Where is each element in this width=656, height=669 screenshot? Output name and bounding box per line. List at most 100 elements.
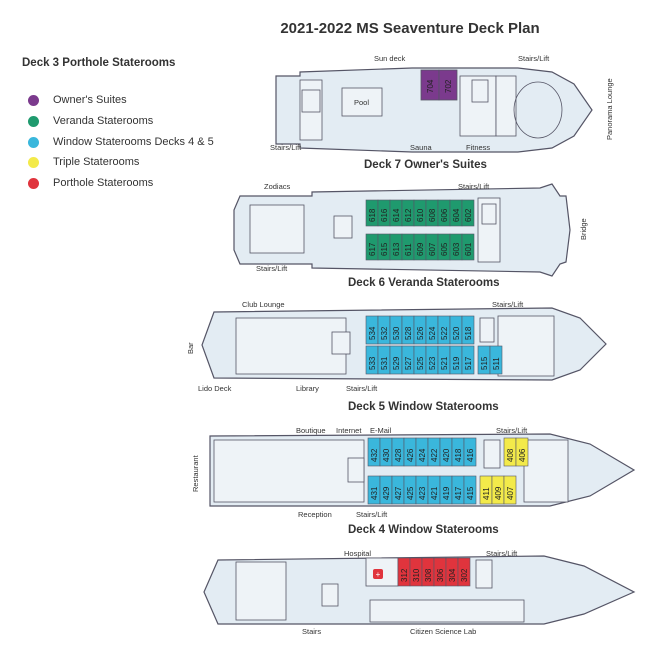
deck-4-stairs-lift-bottom-label: Stairs/Lift: [356, 510, 388, 519]
legend-item-triple: Triple Staterooms: [28, 155, 139, 169]
legend-swatch-window: [28, 136, 39, 148]
cabin-label: 518: [464, 326, 473, 340]
deck-5-cabins-bottom: 533 531 529 527 525 523 521 519 517 515 …: [365, 345, 503, 375]
deck-5-lido-label: Lido Deck: [198, 384, 232, 393]
cabin-label: 613: [392, 242, 401, 256]
deck-4-caption: Deck 4 Window Staterooms: [348, 524, 499, 536]
cabin-602: [461, 199, 475, 227]
deck-4-cabins-top: 432 430 428 426 424 422 420 418 416 408 …: [367, 437, 529, 467]
legend-label: Owner's Suites: [53, 94, 127, 106]
deck-7-pool-label: Pool: [354, 98, 369, 107]
legend-item-porthole: Porthole Staterooms: [28, 176, 153, 190]
cabin-label: 429: [382, 486, 391, 500]
deck-5-forward-block: [497, 315, 555, 377]
cabin-label: 425: [406, 486, 415, 500]
deck-7-corridor: [495, 75, 517, 137]
deck-3-stairs-lift: [475, 559, 493, 589]
legend-label: Porthole Staterooms: [53, 177, 154, 189]
cabin-label: 531: [380, 356, 389, 370]
deck-4-boutique-label: Boutique: [296, 426, 326, 435]
cabin-label: 415: [466, 486, 475, 500]
deck-4-restaurant-label: Restaurant: [191, 454, 200, 492]
deck-7-stairs-right: [471, 79, 489, 103]
cabin-label: 609: [416, 242, 425, 256]
cabin-label: 611: [404, 243, 413, 256]
deck-5-stairs-right: [479, 317, 495, 343]
cabin-label: 308: [424, 568, 433, 582]
cabin-label: 610: [416, 208, 425, 222]
deck-5-cabins-top: 534 532 530 528 526 524 522 520 518: [365, 315, 475, 345]
cabin-label: 306: [436, 568, 445, 582]
cabin-label: 603: [452, 242, 461, 256]
cabin-label: 310: [412, 568, 421, 582]
deck-5-caption: Deck 5 Window Staterooms: [348, 401, 499, 413]
deck-3-aft-room: [235, 561, 287, 621]
deck-6-bridge-label: Bridge: [579, 218, 588, 240]
page-title: 2021-2022 MS Seaventure Deck Plan: [280, 20, 540, 37]
cabin-label: 602: [464, 208, 473, 222]
deck-3-cabins: 312 310 308 306 304 302: [397, 557, 471, 587]
cabin-label: 525: [416, 356, 425, 370]
cabin-label: 601: [464, 242, 473, 256]
cabin-518: [461, 315, 475, 345]
cabin-label: 421: [430, 486, 439, 500]
legend-label: Triple Staterooms: [53, 156, 140, 168]
deck-5-stairs-left: [331, 331, 351, 355]
cabin-label: 431: [370, 486, 379, 500]
cabin-label: 411: [482, 487, 491, 500]
deck-3: + Hospital Stairs/Lift Stairs Citizen Sc…: [203, 549, 636, 636]
deck-6-zodiacs-label: Zodiacs: [264, 182, 291, 191]
cabin-label: 423: [418, 486, 427, 500]
deck-7-caption: Deck 7 Owner's Suites: [364, 159, 487, 171]
cabin-label: 608: [428, 208, 437, 222]
deck-7-stairs-lift-left-label: Stairs/Lift: [270, 143, 302, 152]
cabin-label: 511: [492, 357, 501, 370]
legend-swatch-owners: [28, 94, 39, 106]
deck-4: Boutique Internet E-Mail Stairs/Lift Res…: [191, 426, 636, 536]
legend-label: Veranda Staterooms: [53, 115, 154, 127]
cabin-label: 304: [448, 568, 457, 582]
deck-3-hull: [203, 555, 636, 625]
deck-3-stairs-label: Stairs: [302, 627, 321, 636]
cabin-label: 527: [404, 356, 413, 370]
deck-6-stairs-left: [333, 215, 353, 239]
deck-4-forward-block: [523, 439, 569, 503]
cabin-302: [457, 557, 471, 587]
cabin-label: 418: [454, 448, 463, 462]
deck-3-citizen-lab-label: Citizen Science Lab: [410, 627, 476, 636]
cabin-label: 515: [480, 356, 489, 370]
cabin-label: 519: [452, 356, 461, 370]
cabin-label: 528: [404, 326, 413, 340]
cabin-label: 517: [464, 356, 473, 370]
legend-swatch-triple: [28, 156, 39, 168]
deck-6-cabins-bottom: 617 615 613 611 609 607 605 603 601: [365, 233, 475, 261]
cabin-label: 302: [460, 568, 469, 582]
deck-6-cabins-top: 618 616 614 612 610 608 606 604 602: [365, 199, 475, 227]
cabin-label: 526: [416, 326, 425, 340]
cabin-407: [503, 475, 517, 505]
deck-7-sun-deck-label: Sun deck: [374, 54, 406, 63]
legend-title: Deck 3 Porthole Staterooms: [22, 57, 176, 69]
deck-4-internet-label: Internet: [336, 426, 362, 435]
legend-swatch-veranda: [28, 115, 39, 127]
deck-7-panorama-label: Panorama Lounge: [605, 78, 614, 140]
deck-4-stairs-right: [483, 439, 501, 469]
legend-swatch-porthole: [28, 177, 39, 189]
cabin-label: 312: [400, 568, 409, 582]
cabin-label: 427: [394, 486, 403, 500]
cabin-label: 409: [494, 486, 503, 500]
cabin-label: 529: [392, 356, 401, 370]
deck-6: Zodiacs Stairs/Lift Stairs/Lift Bridge 6…: [233, 182, 588, 289]
cabin-label: 521: [440, 356, 449, 370]
legend-item-owners-suites: Owner's Suites: [28, 93, 127, 107]
cabin-label: 424: [418, 448, 427, 462]
cabin-label: 426: [406, 448, 415, 462]
deck-5-library-label: Library: [296, 384, 319, 393]
deck-3-stairs-lift-label: Stairs/Lift: [486, 549, 518, 558]
cabin-label: 407: [506, 486, 515, 500]
deck-5-club-lounge-label: Club Lounge: [242, 300, 285, 309]
deck-7-lounge-seating: [513, 81, 563, 139]
deck-6-caption: Deck 6 Veranda Staterooms: [348, 277, 500, 289]
deck-3-stairs: [321, 583, 339, 607]
cabin-label: 522: [440, 326, 449, 340]
